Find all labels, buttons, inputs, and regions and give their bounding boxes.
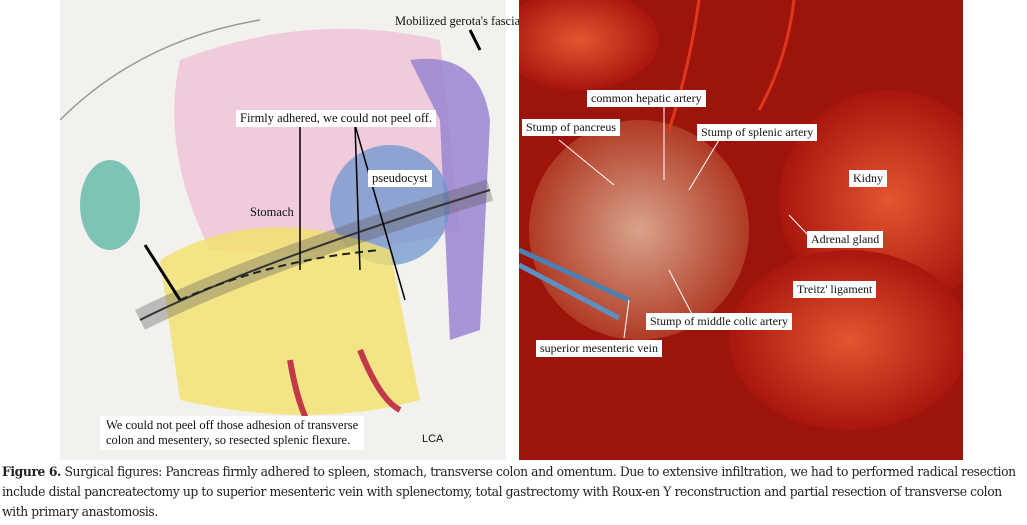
figure-caption: Figure 6. Surgical figures: Pancreas fir… — [2, 463, 1020, 523]
label-adrenal-gland: Adrenal gland — [807, 231, 884, 248]
surgical-drawing: Mobilized gerota's fascia Firmly adhered… — [60, 0, 520, 460]
label-kidney: Kidny — [849, 170, 887, 187]
label-bottom-note: We could not peel off those adhesion of … — [100, 416, 365, 450]
surgical-photo: common hepatic artery Stump of pancreus … — [519, 0, 963, 460]
label-stump-middle-colic-artery: Stump of middle colic artery — [646, 313, 792, 330]
caption-text: Surgical figures: Pancreas firmly adhere… — [2, 465, 1016, 520]
drawing-illustration — [60, 19, 494, 443]
bottom-note-line-2: colon and mesentery, so resected splenic… — [106, 433, 351, 447]
label-lca: LCA — [422, 433, 444, 445]
bottom-note-line-1: We could not peel off those adhesion of … — [106, 418, 359, 432]
label-treitz-ligament: Treitz' ligament — [793, 281, 877, 298]
label-stump-pancreas: Stump of pancreus — [522, 119, 620, 136]
caption-label: Figure 6. — [2, 465, 61, 480]
label-stomach: Stomach — [250, 205, 294, 219]
label-pseudocyst: pseudocyst — [368, 170, 432, 187]
label-stump-splenic-artery: Stump of splenic artery — [697, 124, 818, 141]
label-mobilized-gerota: Mobilized gerota's fascia — [395, 14, 521, 28]
label-common-hepatic-artery: common hepatic artery — [587, 90, 706, 107]
photo-illustration — [519, 0, 963, 460]
label-superior-mesenteric-vein: superior mesenteric vein — [536, 340, 662, 357]
label-firmly-adhered: Firmly adhered, we could not peel off. — [236, 110, 437, 127]
